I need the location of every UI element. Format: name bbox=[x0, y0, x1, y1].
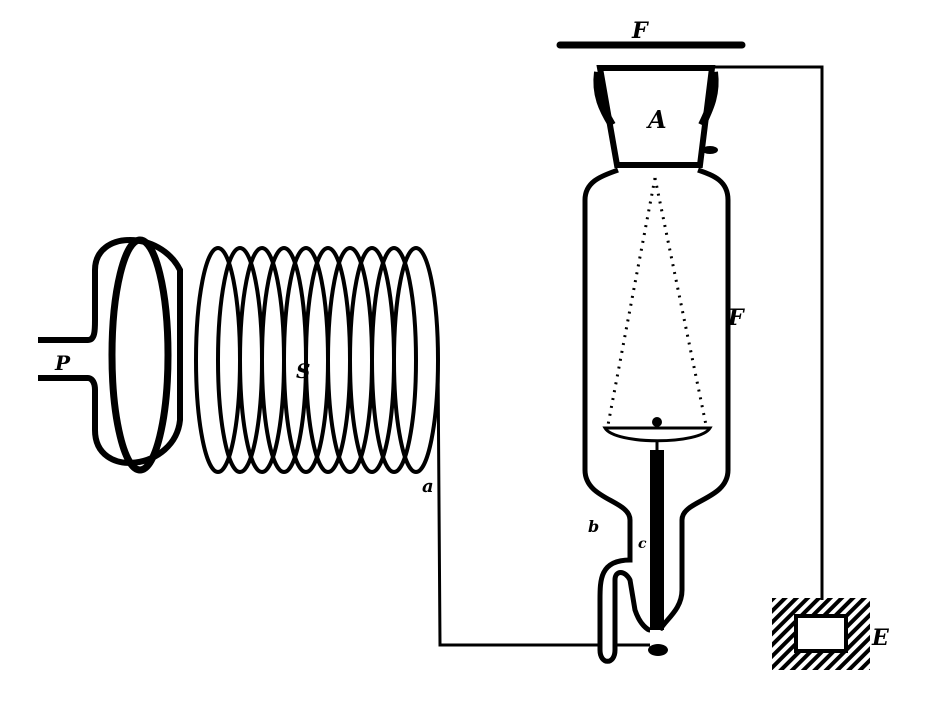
electrode-rod bbox=[650, 450, 664, 630]
coil-lead-wire bbox=[436, 359, 600, 647]
label-vessel: F bbox=[727, 305, 745, 331]
ground-plate bbox=[794, 614, 848, 653]
rod-foot bbox=[648, 644, 668, 656]
primary-loop bbox=[108, 236, 172, 474]
label-plate: F bbox=[631, 18, 649, 44]
dish-knob bbox=[652, 417, 662, 427]
cap-rim-right bbox=[698, 71, 719, 127]
secondary-coil bbox=[194, 246, 440, 474]
label-ground: E bbox=[871, 625, 890, 651]
label-cap: A bbox=[646, 105, 667, 134]
glass-vessel bbox=[582, 167, 731, 664]
dish bbox=[602, 426, 713, 443]
label-side: b bbox=[588, 517, 599, 536]
label-coil: S bbox=[296, 359, 310, 383]
label-wire-end: a bbox=[422, 476, 434, 497]
cap-rim-left bbox=[593, 71, 616, 128]
cap-stopper bbox=[596, 65, 716, 168]
cone-right bbox=[653, 177, 708, 426]
label-rod: c bbox=[638, 536, 647, 552]
cap-tab bbox=[702, 146, 718, 154]
cone-left bbox=[606, 177, 657, 426]
inlet-tube bbox=[38, 237, 183, 466]
label-inlet: P bbox=[54, 351, 71, 375]
